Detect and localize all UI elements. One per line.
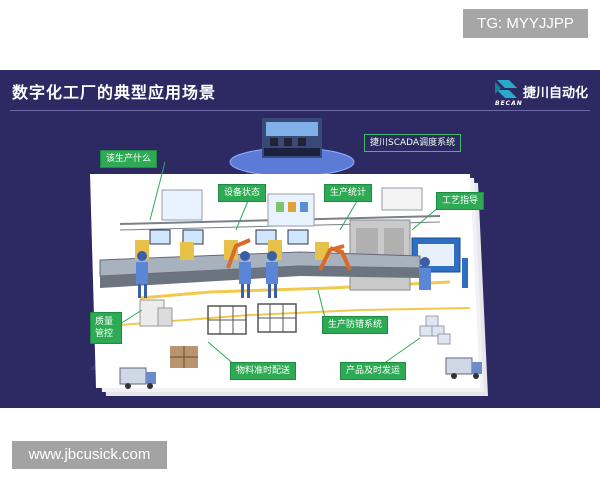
label-product-shipping: 产品及时发运 (340, 362, 407, 380)
becan-logo-icon (495, 80, 517, 98)
factory-illustration (90, 118, 488, 396)
watermark-url: www.jbcusick.com (12, 441, 167, 469)
slide-title: 数字化工厂的典型应用场景 (12, 83, 217, 102)
label-error-proofing: 生产防错系统 (322, 316, 389, 334)
label-what-to-produce: 该生产什么 (100, 150, 158, 168)
label-device-status: 设备状态 (218, 184, 267, 202)
label-material-jit: 物料准时配送 (230, 362, 297, 380)
corner-tag: TG: MYYJJPP (463, 9, 588, 38)
company-logo: 捷川自动化 BECAN (493, 76, 588, 108)
label-scada-system: 捷川SCADA调度系统 (364, 134, 462, 152)
slide: 数字化工厂的典型应用场景 捷川自动化 BECAN (0, 70, 600, 408)
label-quality-control: 质量管控 (90, 312, 122, 344)
logo-text: 捷川自动化 (523, 86, 589, 101)
title-divider (10, 110, 590, 111)
label-production-stats: 生产统计 (324, 184, 373, 202)
logo-subtext: BECAN (495, 100, 523, 107)
label-process-guide: 工艺指导 (436, 192, 485, 210)
